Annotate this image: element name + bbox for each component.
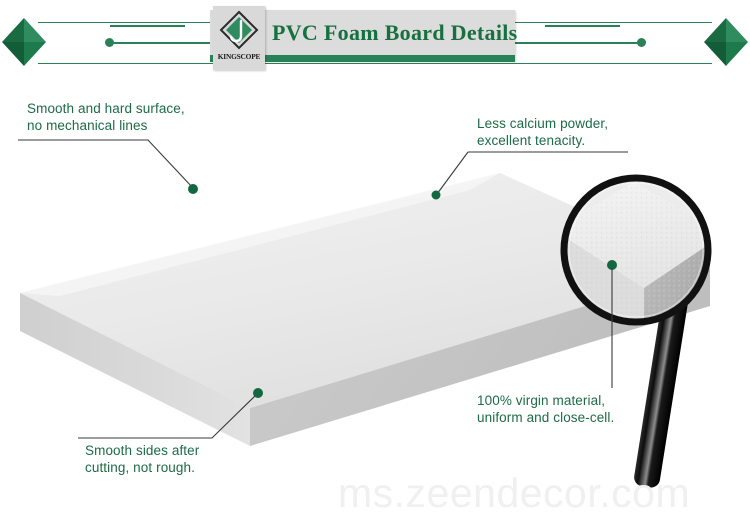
kingscope-diamond-logo-icon <box>219 10 259 50</box>
banner-rule-bottom <box>38 63 712 64</box>
page-title: PVC Foam Board Details <box>272 20 518 45</box>
magnifying-glass-icon <box>560 174 712 488</box>
magnifier-rim <box>560 174 712 326</box>
board-top-face <box>20 173 710 408</box>
callout-virgin-text: 100% virgin material, uniform and close-… <box>477 393 615 425</box>
banner-line-right-2 <box>515 42 640 44</box>
banner-dot-right <box>637 38 646 47</box>
banner-line-right <box>545 25 620 27</box>
callout-calcium-text: Less calcium powder, excellent tenacity. <box>477 116 609 148</box>
diamond-arrow-left-icon <box>2 18 46 66</box>
banner-line-left-2 <box>110 42 210 44</box>
callout-calcium: Less calcium powder, excellent tenacity. <box>464 115 608 151</box>
site-watermark: ms.zeendecor.com <box>338 470 691 516</box>
title-underbar <box>210 55 515 62</box>
callout-sides-text: Smooth sides after cutting, not rough. <box>85 443 200 475</box>
callout-smooth-surface: Smooth and hard surface, no mechanical l… <box>14 100 185 136</box>
banner-line-left <box>110 25 185 27</box>
banner-dot-left <box>105 38 114 47</box>
diamond-arrow-right-icon <box>704 18 748 66</box>
callout-virgin: 100% virgin material, uniform and close-… <box>464 392 614 428</box>
callout-sides: Smooth sides after cutting, not rough. <box>72 442 199 478</box>
magnifier-lens-content <box>564 178 708 322</box>
header-banner: KINGSCOPE PVC Foam Board Details <box>0 0 750 78</box>
brand-name: KINGSCOPE <box>217 52 261 61</box>
callout-smooth-surface-text: Smooth and hard surface, no mechanical l… <box>27 101 185 133</box>
